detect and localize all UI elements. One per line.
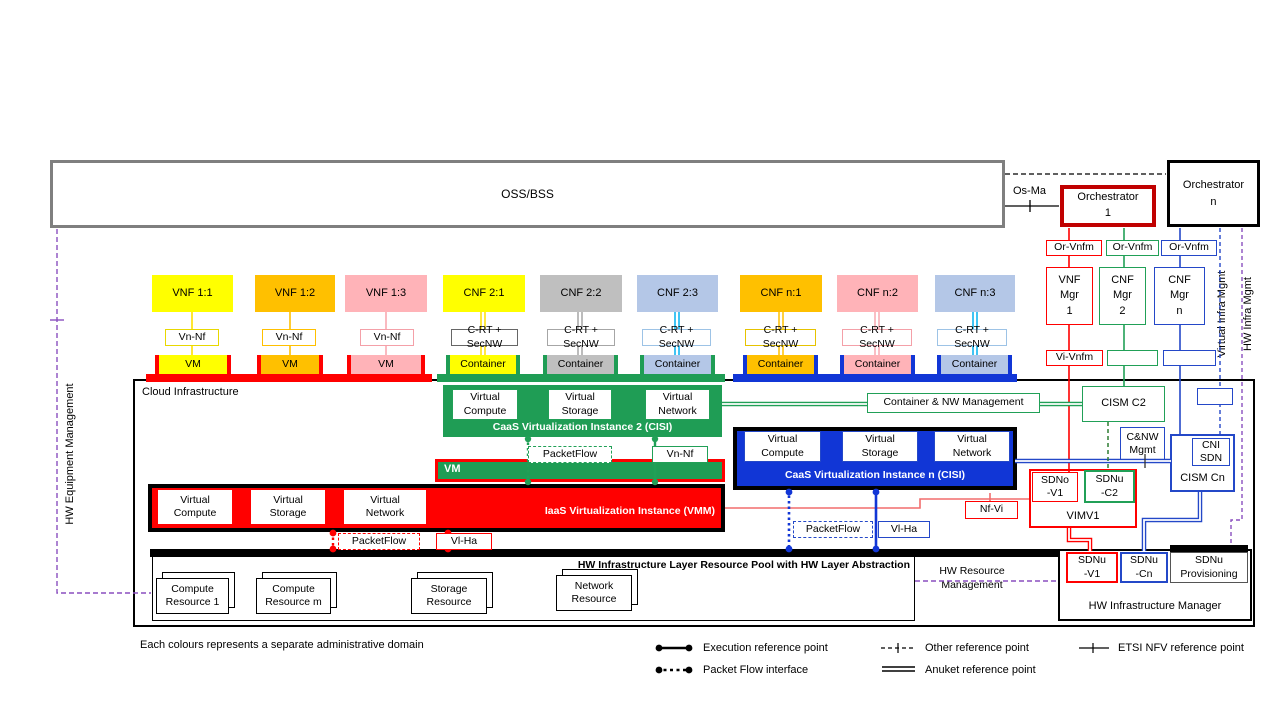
resource-pool-box xyxy=(152,551,915,621)
oss-bss-box: OSS/BSS xyxy=(50,160,1005,228)
sdnu-c2-box: SDNu -C2 xyxy=(1084,470,1135,503)
sdnu-v1-box: SDNu -V1 xyxy=(1066,552,1118,583)
sdnu-cn-box: SDNu -Cn xyxy=(1120,552,1168,583)
vi-vnfm-green-box xyxy=(1107,350,1158,366)
os-ma-line xyxy=(1005,200,1059,212)
cnf-2-1-box: CNF 2:1 xyxy=(443,275,525,312)
cnf-2-3-box: CNF 2:3 xyxy=(637,275,718,312)
cni-sdn-box: CNI SDN xyxy=(1192,438,1230,466)
virtual-network-box: Virtual Network xyxy=(645,389,710,420)
hw-infra-mgmt-line xyxy=(1230,228,1243,545)
vnf-1-3-box: VNF 1:3 xyxy=(345,275,427,312)
virtual-storage-box: Virtual Storage xyxy=(842,431,918,462)
vn-nf-label: Vn-Nf xyxy=(360,329,414,346)
vnf-mgr-1-box: VNF Mgr 1 xyxy=(1046,267,1093,325)
vimv1-label: VIMV1 xyxy=(1066,510,1100,522)
packetflow-label: PacketFlow xyxy=(338,533,420,550)
vm-bar-label: VM xyxy=(444,463,461,475)
cnf-mgr-n-box: CNF Mgr n xyxy=(1154,267,1205,325)
legend-symbol-other xyxy=(881,643,915,653)
c-rt-secnw-label: C-RT + SecNW xyxy=(547,324,615,350)
packetflow-label: PacketFlow xyxy=(793,521,873,538)
packetflow-label: PacketFlow xyxy=(528,446,612,463)
network-resource-box: Network Resource xyxy=(556,575,632,611)
caas2-domain-bar xyxy=(437,374,725,382)
hw-equipment-mgmt-line xyxy=(56,229,151,594)
hw-infrastructure-manager-label: HW Infrastructure Manager xyxy=(1088,600,1222,612)
iaas-instance-box xyxy=(148,484,725,532)
legend-item-packet-flow: Packet Flow interface xyxy=(703,664,809,676)
legend-item-anuket: Anuket reference point xyxy=(925,664,1036,676)
legend-symbol-execution xyxy=(655,644,693,652)
virtual-storage-box: Virtual Storage xyxy=(548,389,612,420)
cnw-mgmt-box: C&NW Mgmt xyxy=(1120,427,1165,461)
storage-resource-box: Storage Resource xyxy=(411,578,487,614)
legend-item-other: Other reference point xyxy=(925,642,1029,654)
compute-resource-1-box: Compute Resource 1 xyxy=(156,578,229,614)
cism-c2-box: CISM C2 xyxy=(1082,386,1165,422)
cnf-n-3-box: CNF n:3 xyxy=(935,275,1015,312)
cloud-infrastructure-title: Cloud Infrastructure xyxy=(142,386,239,398)
hw-abstraction-bar xyxy=(150,549,1070,557)
vi-vnfm-blue-box xyxy=(1163,350,1216,366)
virtual-network-box: Virtual Network xyxy=(934,431,1010,462)
orchestrator-1-box: Orchestrator 1 xyxy=(1060,185,1156,227)
empty-blue-box xyxy=(1197,388,1233,405)
compute-resource-m-box: Compute Resource m xyxy=(256,578,331,614)
caasn-domain-bar xyxy=(733,374,1017,382)
vl-ha-label: Vl-Ha xyxy=(436,533,492,550)
virtual-compute-box: Virtual Compute xyxy=(744,431,821,462)
or-vnfm-label: Or-Vnfm xyxy=(1106,240,1159,256)
vnf-1-1-box: VNF 1:1 xyxy=(152,275,233,312)
virtual-compute-box: Virtual Compute xyxy=(452,389,518,420)
vn-nf-label: Vn-Nf xyxy=(165,329,219,346)
legend-item-etsi: ETSI NFV reference point xyxy=(1118,642,1244,654)
virtual-storage-box: Virtual Storage xyxy=(250,489,326,525)
cism-cn-label: CISM Cn xyxy=(1180,472,1225,484)
legend-symbol-etsi xyxy=(1079,643,1109,653)
virtual-compute-box: Virtual Compute xyxy=(157,489,233,525)
vn-nf-label: Vn-Nf xyxy=(262,329,316,346)
c-rt-secnw-label: C-RT + SecNW xyxy=(642,324,711,350)
container-nw-mgmt-box: Container & NW Management xyxy=(867,393,1040,413)
or-vnfm-label: Or-Vnfm xyxy=(1046,240,1102,256)
c-rt-secnw-label: C-RT + SecNW xyxy=(842,324,912,350)
legend-note: Each colours represents a separate admin… xyxy=(140,639,424,651)
c-rt-secnw-label: C-RT + SecNW xyxy=(937,324,1007,350)
c-rt-secnw-label: C-RT + SecNW xyxy=(451,324,518,350)
or-vnfm-label: Or-Vnfm xyxy=(1161,240,1217,256)
caas-instance-n-title: CaaS Virtualization Instance n (CISI) xyxy=(784,469,966,481)
cnf-n-2-box: CNF n:2 xyxy=(837,275,918,312)
c-rt-secnw-label: C-RT + SecNW xyxy=(745,324,816,350)
vnf-1-2-box: VNF 1:2 xyxy=(255,275,335,312)
nf-vi-label: Nf-Vi xyxy=(965,501,1018,519)
orchestrator-n-box: Orchestrator n xyxy=(1167,160,1260,227)
iaas-domain-bar xyxy=(146,374,432,382)
sdno-v1-box: SDNo -V1 xyxy=(1032,472,1078,502)
cnf-2-2-box: CNF 2:2 xyxy=(540,275,622,312)
legend-symbol-packet-flow xyxy=(655,666,693,674)
vl-ha-label: Vl-Ha xyxy=(878,521,930,538)
vi-vnfm-label: Vi-Vnfm xyxy=(1046,350,1103,366)
cnf-n-1-box: CNF n:1 xyxy=(740,275,822,312)
legend-item-execution: Execution reference point xyxy=(703,642,828,654)
os-ma-label: Os-Ma xyxy=(1013,185,1046,197)
virtual-network-box: Virtual Network xyxy=(343,489,427,525)
resource-pool-title: HW Infrastructure Layer Resource Pool wi… xyxy=(577,559,910,571)
iaas-instance-title: IaaS Virtualization Instance (VMM) xyxy=(544,505,715,517)
container-box: Container xyxy=(840,355,915,378)
cismcn-sdnucn-line xyxy=(1141,492,1203,551)
caas-instance-2-title: CaaS Virtualization Instance 2 (CISI) xyxy=(492,421,673,433)
sdnu-provisioning-bar xyxy=(1170,545,1248,552)
sdnu-provisioning-box: SDNu Provisioning xyxy=(1170,552,1248,583)
legend-symbol-anuket xyxy=(882,666,915,672)
vn-nf-label: Vn-Nf xyxy=(652,446,708,463)
cnf-mgr-2-box: CNF Mgr 2 xyxy=(1099,267,1146,325)
